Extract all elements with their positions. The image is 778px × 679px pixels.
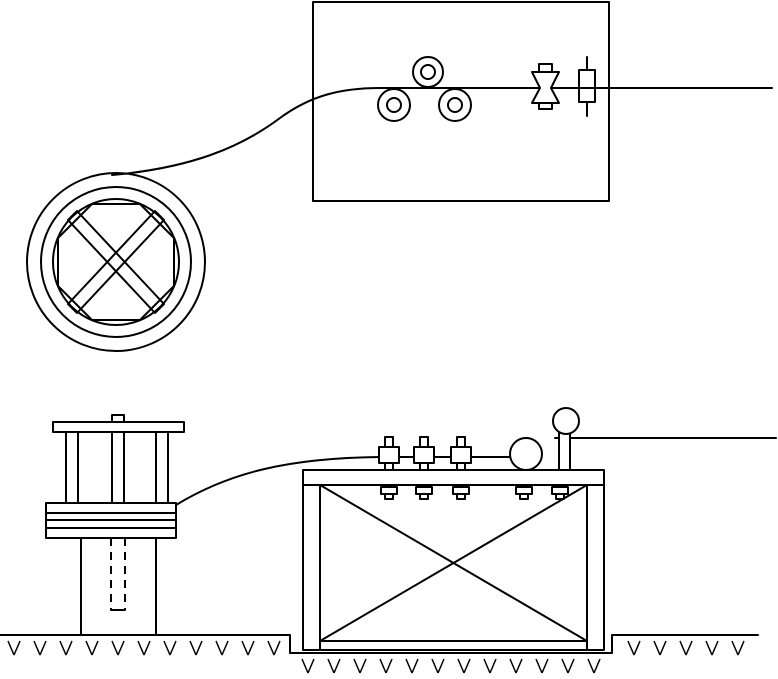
ground-hatch-mark bbox=[267, 640, 281, 656]
clamp-bolt-unit bbox=[380, 486, 398, 500]
ground-hatch-mark bbox=[301, 658, 315, 674]
frame-brace-b bbox=[319, 484, 588, 642]
roller-unit bbox=[413, 436, 435, 471]
ground-hatch-mark bbox=[59, 640, 73, 656]
ground-hatch-mark bbox=[379, 658, 393, 674]
ground-hatch-mark bbox=[215, 640, 229, 656]
ground-hatch-mark bbox=[731, 640, 745, 656]
ground-hatch-mark bbox=[457, 658, 471, 674]
payoff-stand bbox=[45, 414, 185, 636]
ground-hatch-mark bbox=[509, 658, 523, 674]
roller-lower-right bbox=[438, 88, 472, 122]
coil-cross-arm-b bbox=[67, 210, 165, 314]
cutter-top bbox=[578, 56, 596, 117]
ground-hatch-mark bbox=[535, 658, 549, 674]
straightening-rollers-top bbox=[377, 56, 472, 122]
frame-leg-left bbox=[302, 484, 321, 651]
ground-hatch-mark bbox=[627, 640, 641, 656]
machine-frame-side bbox=[302, 469, 605, 651]
wire-guide-top bbox=[531, 63, 560, 110]
wire-side-incoming bbox=[175, 456, 511, 506]
ground-hatch-mark bbox=[189, 640, 203, 656]
coil-cross-arm-a bbox=[67, 210, 165, 314]
ground-hatch-mark bbox=[163, 640, 177, 656]
ground-hatch-mark bbox=[241, 640, 255, 656]
roller-upper bbox=[412, 56, 444, 88]
ground-hatch-mark bbox=[705, 640, 719, 656]
payoff-pedestal bbox=[80, 537, 157, 636]
ground-line bbox=[0, 634, 759, 654]
cutter-post-side bbox=[552, 407, 580, 471]
clamp-bolt-unit bbox=[452, 486, 470, 500]
feed-pulley-side bbox=[509, 437, 543, 471]
roller-upper-hub bbox=[420, 64, 436, 80]
ground-hatch-mark bbox=[587, 658, 601, 674]
clamp-bolt-unit bbox=[415, 486, 433, 500]
roller-lower-left-hub bbox=[386, 97, 402, 113]
wire-coil-top bbox=[26, 172, 206, 352]
ground-hatch-mark bbox=[33, 640, 47, 656]
roller-units-side bbox=[378, 436, 569, 500]
ground-hatch-mark bbox=[483, 658, 497, 674]
ground-hatch-mark bbox=[111, 640, 125, 656]
machine-housing-top bbox=[312, 1, 610, 202]
roller-unit bbox=[450, 436, 472, 471]
top-view bbox=[26, 1, 773, 352]
ground-hatch-mark bbox=[137, 640, 151, 656]
ground-hatch-mark bbox=[85, 640, 99, 656]
ground-hatch-mark bbox=[679, 640, 693, 656]
wire-top-incoming bbox=[111, 87, 431, 176]
ground-hatch-mark bbox=[327, 658, 341, 674]
frame-bottom-rail bbox=[319, 640, 588, 651]
ground-hatch-mark bbox=[7, 640, 21, 656]
coil-inner-octagon bbox=[57, 203, 175, 321]
ground-hatch-mark bbox=[653, 640, 667, 656]
clamp-bolt-unit bbox=[515, 486, 533, 500]
clamp-bolt-unit bbox=[551, 486, 569, 500]
payoff-top-knob bbox=[111, 414, 125, 423]
roller-lower-right-hub bbox=[447, 97, 463, 113]
ground-hatch-mark bbox=[431, 658, 445, 674]
payoff-top-plate bbox=[52, 421, 185, 433]
ground-hatch-mark bbox=[561, 658, 575, 674]
side-view bbox=[0, 407, 777, 674]
roller-lower-left bbox=[377, 88, 411, 122]
ground-hatch-mark bbox=[405, 658, 419, 674]
ground-hatch-mark bbox=[353, 658, 367, 674]
ground-hatching bbox=[7, 640, 745, 674]
roller-unit bbox=[378, 436, 400, 471]
machine-table-top bbox=[302, 469, 605, 486]
frame-leg-right bbox=[586, 484, 605, 651]
